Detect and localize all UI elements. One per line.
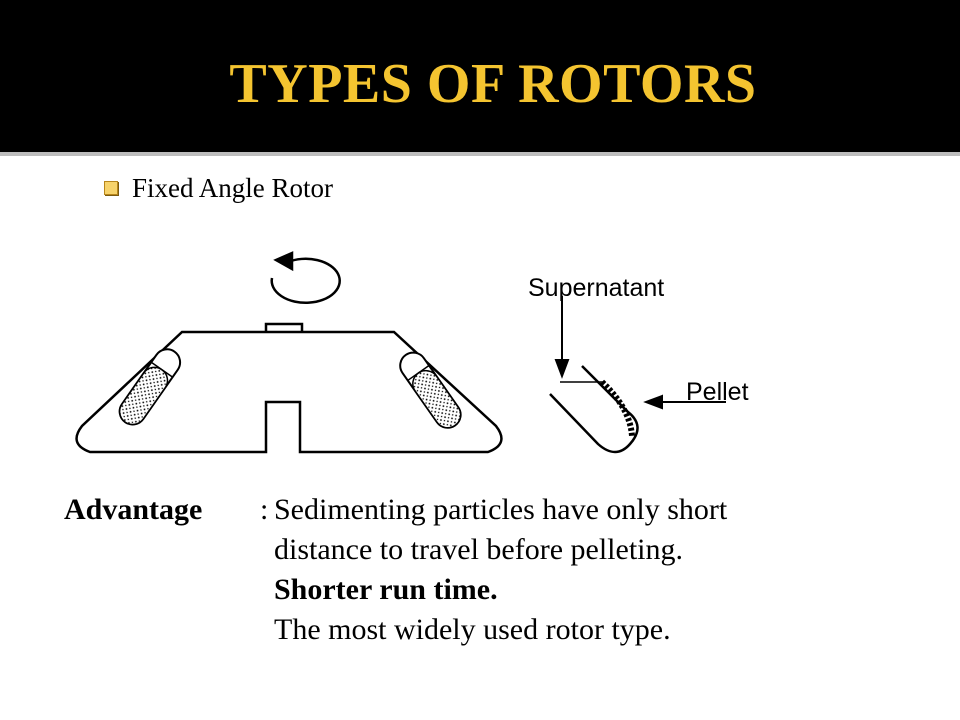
bullet-item: Fixed Angle Rotor: [104, 170, 333, 206]
advantage-line-2: distance to travel before pelleting.: [274, 533, 683, 566]
advantage-first-row: Advantage : Sedimenting particles have o…: [64, 490, 914, 530]
slide-title: TYPES OF ROTORS: [229, 53, 757, 115]
advantage-line-4: The most widely used rotor type.: [274, 613, 671, 646]
slide-content: Fixed Angle Rotor: [0, 156, 960, 720]
rotation-arrow-icon: [270, 251, 341, 305]
pellet-label: Pellet: [686, 378, 749, 406]
advantage-line-3: Shorter run time.: [274, 573, 498, 606]
bullet-text: Fixed Angle Rotor: [132, 172, 333, 203]
square-bullet-icon: [104, 181, 118, 195]
advantage-separator: :: [260, 493, 269, 526]
arrow-icon: [554, 296, 726, 410]
rotor-tube-left: [118, 348, 182, 426]
advantage-line-1: Sedimenting particles have only short: [274, 493, 728, 526]
advantage-label: Advantage: [64, 493, 203, 526]
rotor-diagram: [75, 251, 726, 454]
supernatant-label: Supernatant: [528, 274, 665, 302]
advantage-text: Advantage : Sedimenting particles have o…: [64, 490, 914, 650]
title-divider: [0, 152, 960, 156]
title-bar: TYPES OF ROTORS: [0, 0, 960, 152]
rotor-tube-right: [399, 351, 462, 429]
sample-tube: [549, 365, 639, 454]
rotor-body: [75, 322, 503, 454]
